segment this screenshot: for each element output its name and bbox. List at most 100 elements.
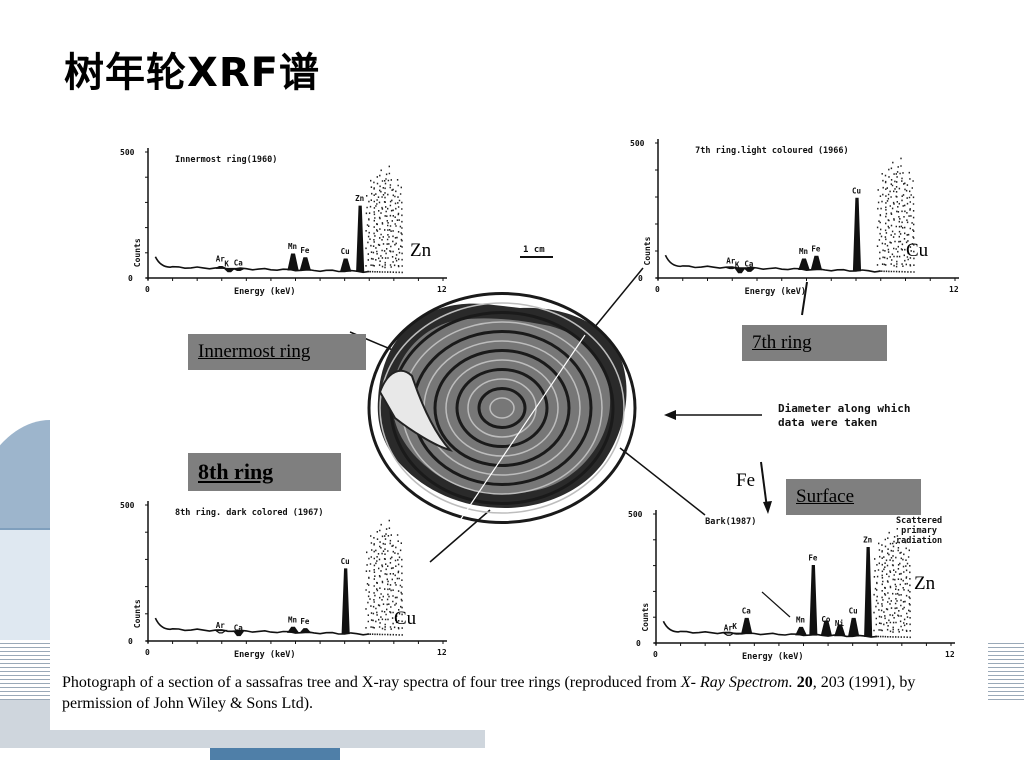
- tree-ring: [367, 292, 637, 524]
- spectrum-peak-ni: [834, 624, 846, 637]
- figure-caption: Photograph of a section of a sassafras t…: [62, 672, 982, 714]
- spectrum-peak-mn: [795, 626, 807, 636]
- peak-label-ar: Ar: [216, 621, 226, 630]
- spectrum-peak-fe: [810, 255, 823, 271]
- y-axis-label: Counts: [643, 236, 652, 265]
- peak-label-ca: Ca: [234, 624, 244, 633]
- x-tick-label: 0: [145, 285, 150, 294]
- caption-journal: X- Ray Spectrom.: [680, 674, 793, 691]
- annotation-zn-bark: Zn: [914, 573, 936, 594]
- tree-ring: [477, 387, 527, 429]
- annotation-fe-bark: Fe: [736, 470, 755, 491]
- scattered-radiation-dots: [873, 528, 911, 639]
- spectrum-peak-ar: [726, 267, 737, 270]
- y-axis-label: Counts: [641, 603, 650, 632]
- spectrum-title: 8th ring. dark colored (1967): [175, 507, 323, 518]
- spectrum-peak-cu: [852, 197, 862, 272]
- peak-label-mn: Mn: [799, 247, 808, 256]
- spectrum-peak-mn: [286, 626, 300, 633]
- annotation-cu-eighth: Cu: [394, 608, 417, 629]
- peak-label-k: K: [224, 260, 229, 269]
- annotation-zn-innermost: Zn: [410, 240, 432, 261]
- scattered-radiation-note: Scattered primary radiation: [896, 516, 942, 546]
- peak-label-cu: Cu: [341, 557, 350, 566]
- tree-ring: [433, 349, 571, 467]
- fe-arrowhead: [763, 501, 772, 514]
- peak-label-fe: Fe: [300, 246, 310, 255]
- peak-label-ar: Ar: [726, 257, 736, 266]
- x-tick-label: 0: [145, 648, 150, 657]
- x-axis-label: Energy (keV): [234, 650, 295, 660]
- peak-label-zn: Zn: [355, 194, 364, 203]
- annotation-cu-seventh: Cu: [906, 240, 929, 261]
- y-tick-label: 500: [630, 139, 645, 148]
- spectrum-peak-ca: [233, 268, 244, 272]
- x-axis-label: Energy (keV): [234, 287, 295, 297]
- background-panel: [0, 528, 52, 644]
- peak-label-ca: Ca: [742, 606, 752, 615]
- x-tick-label: 12: [437, 285, 447, 294]
- spectrum-peak-cu: [341, 568, 350, 635]
- spectrum-peak-fe: [809, 565, 818, 636]
- peak-label-k: K: [732, 622, 737, 631]
- peak-label-co: Co: [821, 615, 831, 624]
- connector-bark: [619, 447, 706, 516]
- spectrum-peak-k: [222, 267, 236, 273]
- diameter-line: [447, 334, 586, 539]
- spectrum-title: Innermost ring(1960): [175, 154, 277, 165]
- tree-cross-section: [367, 292, 637, 539]
- spectrum-baseline: [154, 256, 370, 274]
- y-tick-label: 500: [120, 148, 135, 157]
- x-tick-label: 12: [945, 650, 955, 659]
- caption-text-2: , 203 (1991), by permission of John Wile…: [62, 674, 916, 712]
- spectrum-baseline: [664, 254, 881, 273]
- peak-label-k: K: [735, 261, 740, 270]
- seventh-pointer: [801, 281, 808, 316]
- label-seventh-ring: 7th ring: [742, 325, 887, 361]
- spectrum-baseline: [662, 620, 878, 638]
- y-axis-label: Counts: [133, 238, 142, 267]
- scale-bar-label: 1 cm: [523, 245, 545, 255]
- spectrum-peak-ar: [213, 629, 228, 634]
- diameter-note-line-1: Diameter along which: [778, 402, 911, 415]
- label-eighth-ring: 8th ring: [188, 453, 341, 491]
- peak-label-cu: Cu: [341, 247, 350, 256]
- spectrum-peak-ar: [215, 266, 226, 269]
- label-innermost-ring: Innermost ring: [188, 334, 366, 370]
- y-tick-label: 500: [628, 510, 643, 519]
- spectrum-peak-co: [820, 620, 833, 636]
- peak-label-fe: Fe: [300, 617, 310, 626]
- x-axis-label: Energy (keV): [742, 652, 803, 662]
- peak-label-fe: Fe: [808, 554, 818, 563]
- spectrum-title: Bark(1987): [705, 517, 756, 527]
- x-tick-label: 0: [653, 650, 658, 659]
- peak-label-ca: Ca: [234, 258, 244, 267]
- label-surface: Surface: [786, 479, 921, 515]
- tree-crack: [378, 369, 453, 452]
- diameter-note: Diameter along which data were taken: [778, 402, 910, 430]
- slide-title: 树年轮XRF谱: [64, 50, 320, 96]
- spectrum-peak-zn: [864, 546, 873, 637]
- spectrum-peak-zn: [356, 205, 365, 273]
- spectrum-baseline: [154, 617, 370, 636]
- x-axis-label: Energy (keV): [745, 287, 806, 297]
- y-tick-label: 0: [638, 274, 643, 283]
- scattered-radiation-dots: [876, 157, 915, 273]
- connector-8th: [429, 509, 491, 563]
- spectrum-peak-ca: [741, 617, 753, 635]
- spectrum-peak-cu: [339, 258, 352, 272]
- peak-label-ca: Ca: [744, 259, 754, 268]
- peak-label-fe: Fe: [811, 244, 821, 253]
- y-axis-label: Counts: [133, 599, 142, 628]
- spectrum-peak-ar: [721, 632, 736, 636]
- peak-label-cu: Cu: [852, 186, 861, 195]
- peak-label-mn: Mn: [796, 616, 805, 625]
- spectrum-peak-fe: [299, 257, 312, 271]
- tree-ring: [489, 397, 515, 419]
- diameter-arrowhead: [664, 410, 676, 420]
- caption-text-1: Photograph of a section of a sassafras t…: [62, 674, 681, 691]
- peak-label-mn: Mn: [288, 615, 297, 624]
